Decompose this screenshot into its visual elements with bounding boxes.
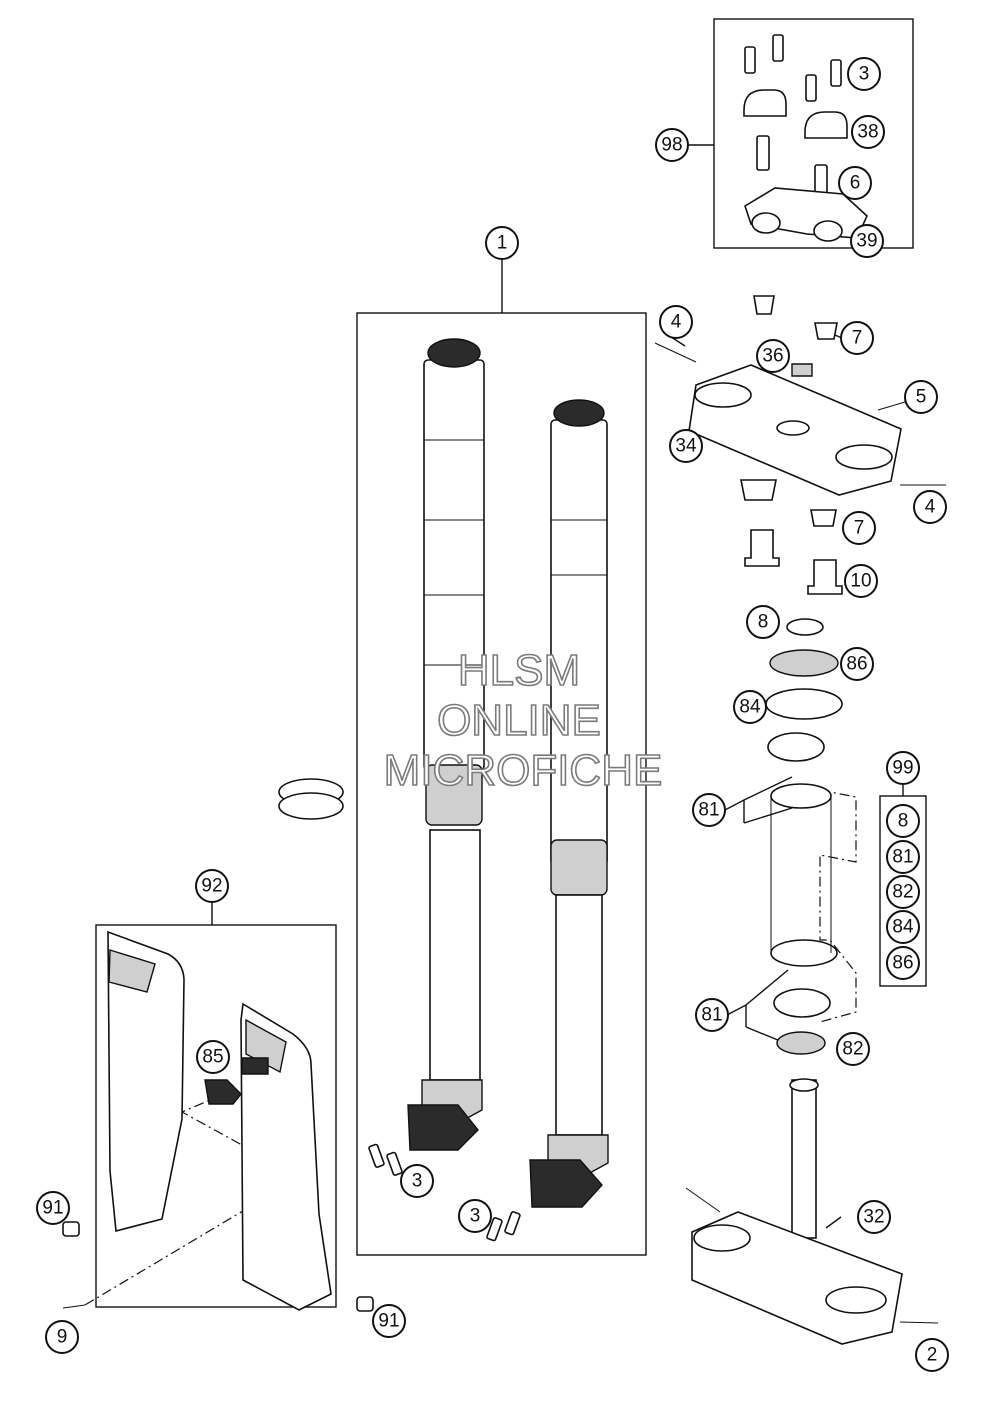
callout-6: 6 [838,166,872,200]
svg-text:3: 3 [859,64,870,85]
callout-86: 86 [840,647,874,681]
svg-text:82: 82 [842,1039,863,1060]
callout-82: 82 [836,1032,870,1066]
svg-text:91: 91 [42,1198,63,1219]
lower-triple-clamp [685,1078,939,1345]
callout-84: 84 [733,690,767,724]
svg-text:84: 84 [739,697,761,718]
kit-99-item-82: 82 [886,875,920,909]
svg-text:10: 10 [850,571,871,592]
callout-4-bottom: 4 [913,490,947,524]
svg-text:86: 86 [846,654,867,675]
steering-bearing-stack [740,479,843,1055]
callout-85: 85 [196,1040,230,1074]
small-fasteners [62,1143,521,1312]
kit-99-item-86: 86 [886,946,920,980]
svg-text:39: 39 [856,231,877,252]
svg-text:85: 85 [202,1047,223,1068]
svg-text:5: 5 [916,387,927,408]
callout-7-bottom: 7 [842,511,876,545]
svg-text:84: 84 [892,917,914,938]
svg-text:36: 36 [762,346,783,367]
svg-text:81: 81 [892,847,913,868]
svg-text:91: 91 [378,1311,399,1332]
kit-98-frame [713,18,914,249]
callout-9: 9 [45,1320,79,1354]
svg-text:7: 7 [854,518,865,539]
svg-text:81: 81 [701,1005,722,1026]
svg-text:81: 81 [698,800,719,821]
callout-7-top: 7 [840,321,874,355]
callout-91-right: 91 [372,1304,406,1338]
handlebar-clamp-kit [743,34,868,242]
svg-text:7: 7 [852,328,863,349]
fork-legs [407,338,609,1208]
kit-99-item-81: 81 [886,840,920,874]
svg-text:6: 6 [850,173,861,194]
callout-39: 39 [850,224,884,258]
callout-92: 92 [195,869,229,903]
watermark-line-2: ONLINE [437,696,601,745]
callout-3-right: 3 [458,1199,492,1233]
fork-protectors [107,930,332,1311]
svg-text:4: 4 [925,497,936,518]
watermark: HLSM ONLINE MICROFICHE [383,645,663,796]
callout-32: 32 [857,1200,891,1234]
upper-triple-clamp [654,295,946,496]
callout-5: 5 [904,380,938,414]
callout-4-top: 4 [659,305,693,339]
svg-text:8: 8 [898,811,909,832]
svg-text:34: 34 [675,436,697,457]
callout-99: 99 [886,751,920,785]
watermark-line-1: HLSM [458,646,580,695]
callout-98: 98 [655,128,689,162]
svg-text:8: 8 [758,612,769,633]
steering-head-tube [770,796,832,953]
watermark-line-3: MICROFICHE [384,746,663,795]
callout-1: 1 [485,226,519,260]
callout-34: 34 [669,429,703,463]
kit-99-item-8: 8 [886,804,920,838]
callout-10: 10 [844,564,878,598]
svg-text:9: 9 [57,1327,68,1348]
fork-protector-frame [95,924,337,1308]
svg-text:4: 4 [671,312,682,333]
callout-36: 36 [756,339,790,373]
svg-text:98: 98 [661,135,682,156]
callout-3-left: 3 [400,1164,434,1198]
callout-81-top: 81 [692,793,726,827]
kit-99-item-84: 84 [886,910,920,944]
callout-81-bottom: 81 [695,998,729,1032]
svg-text:38: 38 [857,122,878,143]
svg-text:1: 1 [497,233,508,254]
svg-text:2: 2 [927,1345,938,1366]
svg-text:82: 82 [892,882,913,903]
svg-text:92: 92 [201,876,222,897]
callout-2: 2 [915,1338,949,1372]
svg-text:3: 3 [470,1206,481,1227]
callout-3-kit: 3 [847,57,881,91]
callout-91-left: 91 [36,1191,70,1225]
svg-text:32: 32 [863,1207,884,1228]
callout-8: 8 [746,605,780,639]
fork-guide-ring [278,778,344,820]
callout-38: 38 [851,115,885,149]
svg-text:3: 3 [412,1171,423,1192]
svg-text:86: 86 [892,953,913,974]
svg-text:99: 99 [892,758,913,779]
